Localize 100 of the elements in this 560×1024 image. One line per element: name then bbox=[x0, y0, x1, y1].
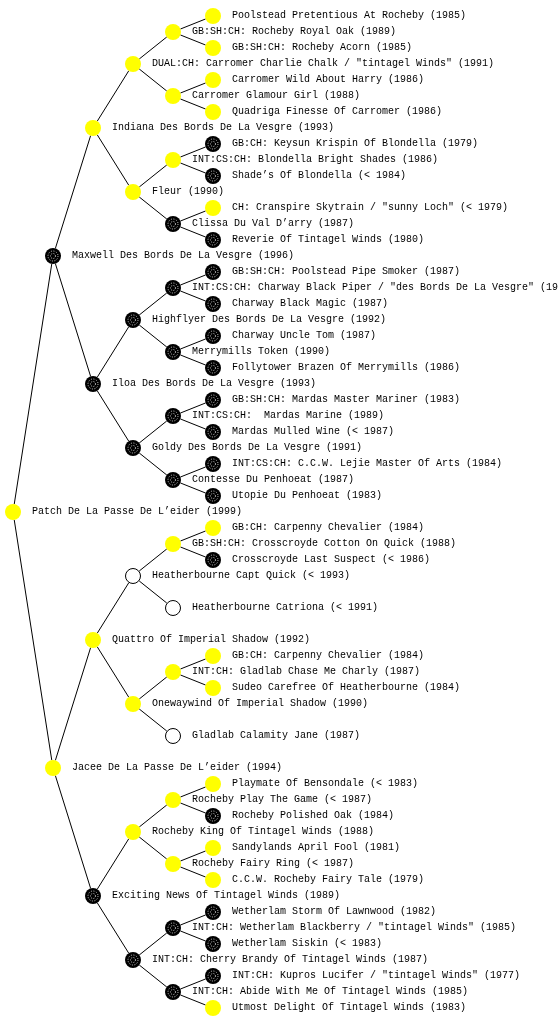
connector-line bbox=[138, 452, 168, 476]
connector-line bbox=[138, 292, 168, 316]
connector-line bbox=[138, 676, 168, 700]
connector-line bbox=[138, 36, 168, 60]
dog-name: GB:SH:CH: Mardas Master Mariner (1983) bbox=[232, 395, 461, 405]
connector-line bbox=[179, 466, 207, 478]
dog-name: Poolstead Pretentious At Rocheby (1985) bbox=[232, 11, 467, 21]
dog-name: Reverie Of Tintagel Winds (1980) bbox=[232, 235, 425, 245]
connector-line bbox=[138, 708, 168, 732]
dog-name: Exciting News Of Tintagel Winds (1989) bbox=[112, 891, 341, 901]
connector-line bbox=[138, 804, 168, 828]
dog-name: INT:CH: Wetherlam Blackberry / "tintagel Winds" (1985) bbox=[192, 923, 517, 933]
dog-name: Goldy Des Bords De La Vesgre (1991) bbox=[152, 443, 363, 453]
connector-line bbox=[138, 68, 168, 92]
connector-line bbox=[179, 978, 207, 990]
connector-line bbox=[138, 164, 168, 188]
dog-name: Wetherlam Storm Of Lawnwood (1982) bbox=[232, 907, 437, 917]
connector-line bbox=[179, 226, 207, 238]
connector-line bbox=[179, 210, 207, 222]
connector-line bbox=[54, 647, 92, 761]
dog-name: Carromer Glamour Girl (1988) bbox=[192, 91, 361, 101]
connector-line bbox=[13, 519, 53, 761]
dog-name: Sandylands April Fool (1981) bbox=[232, 843, 401, 853]
dog-name: GB:SH:CH: Crosscroyde Cotton On Quick (1988) bbox=[192, 539, 457, 549]
connector-line bbox=[179, 546, 207, 558]
connector-line bbox=[96, 390, 130, 442]
connector-line bbox=[179, 162, 207, 174]
dog-name: Rocheby Play The Game (< 1987) bbox=[192, 795, 373, 805]
connector-line bbox=[138, 964, 168, 988]
connector-line bbox=[96, 838, 130, 890]
connector-line bbox=[179, 354, 207, 366]
connector-line bbox=[138, 836, 168, 860]
connector-line bbox=[179, 146, 207, 158]
dog-name: Onewaywind Of Imperial Shadow (1990) bbox=[152, 699, 369, 709]
dog-name: Quattro Of Imperial Shadow (1992) bbox=[112, 635, 311, 645]
connector-line bbox=[179, 994, 207, 1006]
dog-name: Heatherbourne Capt Quick (< 1993) bbox=[152, 571, 351, 581]
dog-name: Playmate Of Bensondale (< 1983) bbox=[232, 779, 419, 789]
connector-line bbox=[96, 326, 130, 378]
connector-line bbox=[138, 580, 168, 604]
connector-line bbox=[179, 850, 207, 862]
dog-name: Gladlab Calamity Jane (1987) bbox=[192, 731, 361, 741]
dog-name: Fleur (1990) bbox=[152, 187, 224, 197]
dog-name: Rocheby Polished Oak (1984) bbox=[232, 811, 395, 821]
connector-line bbox=[179, 290, 207, 302]
connector-line bbox=[138, 196, 168, 220]
dog-name: Follytower Brazen Of Merrymills (1986) bbox=[232, 363, 461, 373]
connector-line bbox=[54, 135, 92, 249]
dog-name: Carromer Wild About Harry (1986) bbox=[232, 75, 425, 85]
dog-name: Utopie Du Penhoeat (1983) bbox=[232, 491, 383, 501]
dog-name: Crosscroyde Last Suspect (< 1986) bbox=[232, 555, 431, 565]
connector-line bbox=[179, 482, 207, 494]
connector-line bbox=[179, 914, 207, 926]
dog-name: GB:CH: Carpenny Chevalier (1984) bbox=[232, 651, 425, 661]
dog-name: INT:CS:CH: C.C.W. Lejie Master Of Arts (1984) bbox=[232, 459, 503, 469]
connector-line bbox=[138, 324, 168, 348]
dog-name: INT:CH: Gladlab Chase Me Charly (1987) bbox=[192, 667, 421, 677]
connector-line bbox=[138, 420, 168, 444]
dog-name: Heatherbourne Catriona (< 1991) bbox=[192, 603, 379, 613]
connector-line bbox=[96, 582, 130, 634]
connector-line bbox=[96, 70, 130, 122]
connector-line bbox=[179, 34, 207, 46]
dog-name: CH: Cranspire Skytrain / "sunny Loch" (< 1979) bbox=[232, 203, 509, 213]
connector-line bbox=[54, 263, 92, 377]
connector-line bbox=[96, 646, 130, 698]
dog-name: INT:CS:CH: Blondella Bright Shades (1986) bbox=[192, 155, 439, 165]
connector-line bbox=[179, 338, 207, 350]
connector-line bbox=[179, 18, 207, 30]
dog-name: Charway Black Magic (1987) bbox=[232, 299, 389, 309]
connector-line bbox=[179, 786, 207, 798]
connector-line bbox=[138, 548, 168, 572]
connector-line bbox=[179, 674, 207, 686]
dog-name: Indiana Des Bords De La Vesgre (1993) bbox=[112, 123, 335, 133]
dog-name: Quadriga Finesse Of Carromer (1986) bbox=[232, 107, 443, 117]
dog-name: GB:SH:CH: Rocheby Royal Oak (1989) bbox=[192, 27, 397, 37]
connector-line bbox=[54, 775, 92, 889]
connector-line bbox=[179, 82, 207, 94]
dog-name: Mardas Mulled Wine (< 1987) bbox=[232, 427, 395, 437]
dog-name: C.C.W. Rocheby Fairy Tale (1979) bbox=[232, 875, 425, 885]
dog-name: GB:CH: Keysun Krispin Of Blondella (1979) bbox=[232, 139, 479, 149]
dog-name: INT:CS:CH: Mardas Marine (1989) bbox=[192, 411, 385, 421]
dog-name: INT:CH: Cherry Brandy Of Tintagel Winds (1987) bbox=[152, 955, 429, 965]
dog-name: Contesse Du Penhoeat (1987) bbox=[192, 475, 355, 485]
dog-name: Patch De La Passe De L’eider (1999) bbox=[32, 507, 243, 517]
connector-line bbox=[179, 802, 207, 814]
connector-line bbox=[179, 98, 207, 110]
dog-name: Iloa Des Bords De La Vesgre (1993) bbox=[112, 379, 317, 389]
dog-name: Utmost Delight Of Tintagel Winds (1983) bbox=[232, 1003, 467, 1013]
connector-line bbox=[179, 530, 207, 542]
dog-name: Merrymills Token (1990) bbox=[192, 347, 331, 357]
dog-name: Clissa Du Val D’arry (1987) bbox=[192, 219, 355, 229]
dog-name: DUAL:CH: Carromer Charlie Chalk / "tintagel Winds" (1991) bbox=[152, 59, 495, 69]
dog-name: Jacee De La Passe De L’eider (1994) bbox=[72, 763, 283, 773]
dog-name: INT:CH: Abide With Me Of Tintagel Winds (1985) bbox=[192, 987, 469, 997]
dog-name: Rocheby Fairy Ring (< 1987) bbox=[192, 859, 355, 869]
connector-line bbox=[179, 658, 207, 670]
dog-name: Wetherlam Siskin (< 1983) bbox=[232, 939, 383, 949]
dog-name: Maxwell Des Bords De La Vesgre (1996) bbox=[72, 251, 295, 261]
connector-line bbox=[138, 932, 168, 956]
dog-name: INT:CH: Kupros Lucifer / "tintagel Winds" (1977) bbox=[232, 971, 521, 981]
